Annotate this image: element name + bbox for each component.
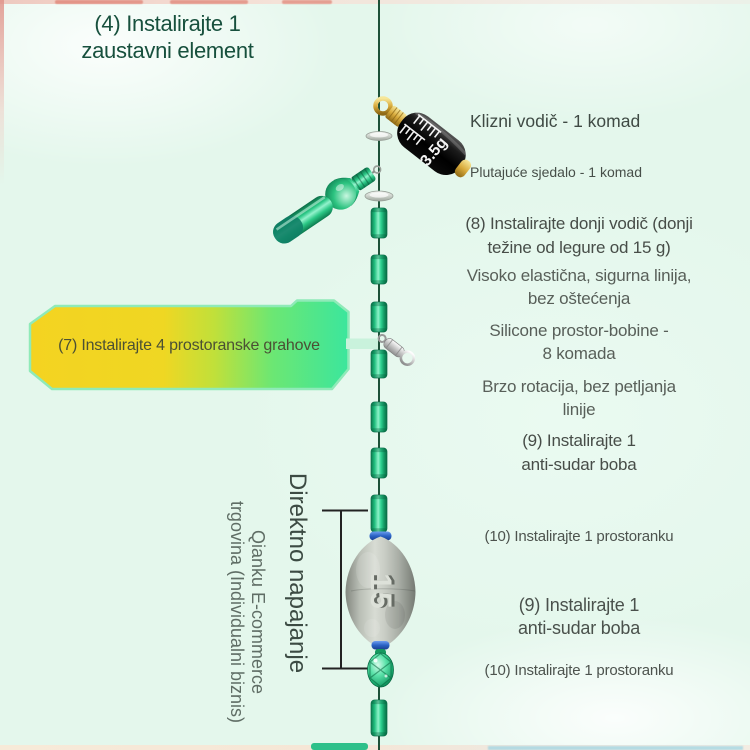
sinker-body [345, 536, 416, 649]
scale-ticks-icon [399, 123, 426, 146]
space-bean-4 [370, 349, 388, 379]
label-silicone-line1: Silicone prostor-bobine - [489, 321, 669, 340]
sinker-weight-label-shadow: 15 [367, 573, 400, 610]
space-bean-7 [370, 494, 388, 533]
space-bean-3 [370, 301, 388, 333]
red-mark [282, 0, 332, 4]
label-store-line1: Qianku E-commerce [248, 529, 268, 695]
label-rotation-line2: linije [562, 400, 596, 419]
label-silicone-beans: Silicone prostor-bobine - 8 komada [400, 319, 750, 365]
top-edge-artifact [0, 0, 750, 4]
label-step8: (8) Instalirajte donji vodič (donji teži… [400, 212, 750, 260]
space-bean-5 [370, 401, 388, 433]
slide-guide [373, 96, 472, 178]
label-float-seat: Plutajuće sjedalo - 1 komad [470, 164, 642, 180]
label-step9-lower-line2: anti-sudar boba [517, 618, 641, 638]
space-bean-2 [370, 254, 388, 285]
page-title-line2: zaustavni element [81, 38, 254, 63]
label-elastic-line1: Visoko elastična, sigurna linija, [466, 266, 692, 285]
label-step9-lower-line1: (9) Instalirajte 1 [518, 595, 640, 615]
space-bean-6 [370, 447, 388, 479]
blue-ring-top [369, 531, 392, 541]
blue-smudge-artifact [488, 746, 743, 750]
red-mark [170, 0, 248, 4]
label-step10-upper: (10) Instalirajte 1 prostoranku [484, 528, 674, 545]
green-chip-artifact [311, 743, 368, 750]
label-step9-line2: anti-sudar boba [521, 455, 637, 474]
label-rotation: Brzo rotacija, bez petljanja linije [400, 375, 750, 421]
label-store-line2: trgovina (Individualni biznis) [227, 500, 247, 724]
stop-disc-lower [364, 190, 394, 202]
gold-tip [454, 159, 472, 178]
stop-disc-upper [365, 131, 393, 141]
page-title: (4) Instalirajte 1 zaustavni element [20, 10, 315, 64]
lead-sinker: 15 15 [345, 531, 416, 656]
label-elastic-line: Visoko elastična, sigurna linija, bez oš… [400, 264, 750, 310]
label-rotation-line1: Brzo rotacija, bez petljanja [482, 377, 676, 396]
label-step9-upper: (9) Instalirajte 1 anti-sudar boba [400, 429, 750, 477]
barrel-swivel-icon [377, 333, 416, 366]
callout-step7: (7) Instalirajte 4 prostoranske grahove [28, 299, 350, 390]
space-bean-8 [370, 699, 388, 737]
space-bean-1 [370, 207, 388, 239]
label-step9-line1: (9) Instalirajte 1 [522, 431, 636, 450]
gold-eyelet-icon [373, 96, 393, 116]
label-step10-lower: (10) Instalirajte 1 prostoranku [484, 662, 674, 679]
label-elastic-line2: bez oštećenja [527, 289, 631, 308]
scale-ticks-icon [413, 113, 442, 138]
label-direct-supply: Direktno napajanje [284, 472, 311, 674]
callout-step7-shape [28, 299, 350, 391]
float-seat [273, 165, 382, 244]
label-step9-lower: (9) Instalirajte 1 anti-sudar boba [400, 594, 750, 640]
red-mark [55, 0, 143, 4]
callout-connector [346, 338, 379, 349]
label-step8-line1: (8) Instalirajte donji vodič (donji [465, 214, 693, 233]
blue-ring-bottom [371, 641, 390, 650]
label-step8-line2: težine od legure od 15 g) [487, 238, 671, 257]
anti-collision-bead [367, 652, 394, 688]
label-silicone-line2: 8 komada [542, 344, 616, 363]
label-slide-guide: Klizni vodič - 1 komad [470, 111, 641, 131]
slide-guide-body [397, 112, 466, 176]
dimension-bracket [322, 509, 368, 670]
bottom-edge-artifact [0, 745, 750, 750]
left-edge-artifact [0, 0, 4, 185]
page-title-line1: (4) Instalirajte 1 [94, 11, 241, 36]
space-beans [370, 207, 388, 737]
callout-step7-label: (7) Instalirajte 4 prostoranske grahove [58, 336, 320, 354]
label-store-name: Qianku E-commerce trgovina (Individualni… [226, 472, 268, 750]
sinker-weight-label: 15 [364, 573, 397, 610]
